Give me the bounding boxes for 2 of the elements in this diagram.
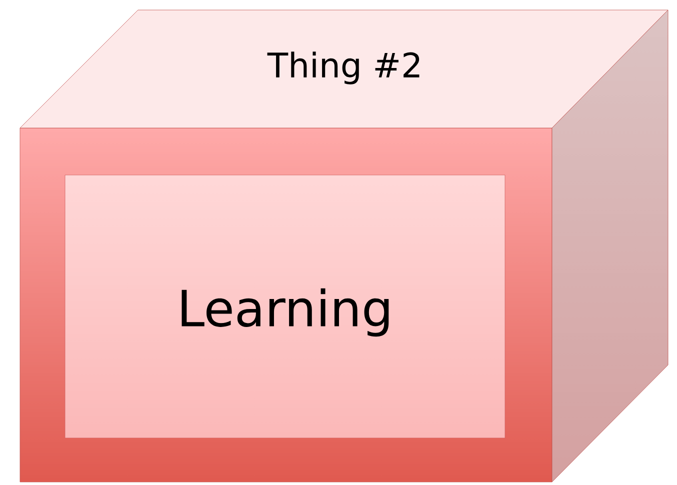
text-box: Learning	[64, 174, 506, 438]
node-label: Thing #2	[267, 52, 420, 84]
